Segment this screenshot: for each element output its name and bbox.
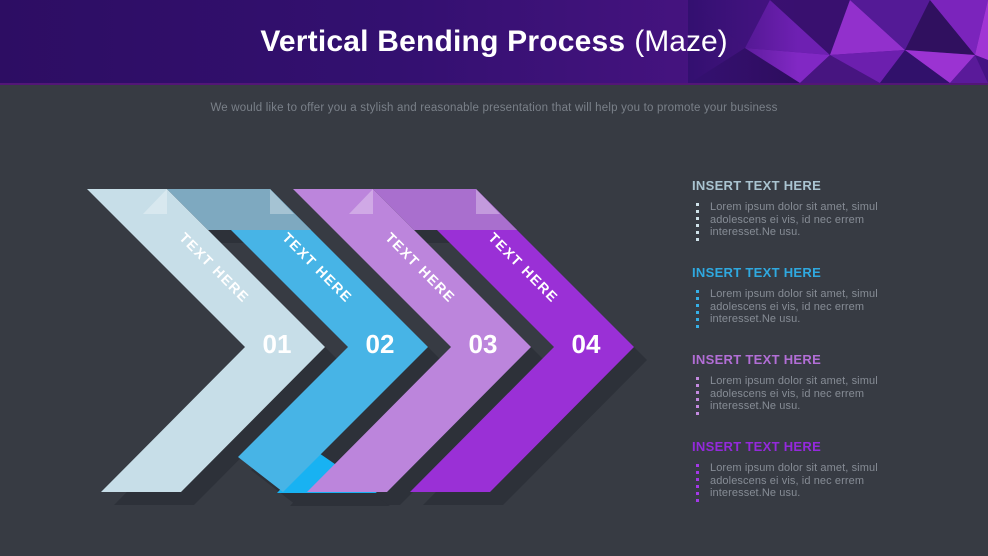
slide-title-main: Vertical Bending Process	[260, 24, 626, 58]
slide-subtitle: We would like to offer you a stylish and…	[210, 102, 778, 114]
dotted-accent-line	[696, 290, 699, 328]
text-block-1-body: Lorem ipsum dolor sit amet, simul adoles…	[710, 201, 878, 238]
text-block-2: INSERT TEXT HERE Lorem ipsum dolor sit a…	[692, 265, 952, 328]
text-block-1-heading: INSERT TEXT HERE	[692, 178, 822, 193]
slide-title: Vertical Bending Process (Maze)	[0, 0, 988, 83]
text-block-4-heading: INSERT TEXT HERE	[692, 439, 822, 454]
text-block-3-heading: INSERT TEXT HERE	[692, 352, 822, 367]
text-block-4-body: Lorem ipsum dolor sit amet, simul adoles…	[710, 462, 878, 499]
slide-header: Vertical Bending Process (Maze)	[0, 0, 988, 85]
dotted-accent-line	[696, 464, 699, 502]
step-number-1: 01	[263, 329, 292, 359]
step-number-2: 02	[366, 329, 395, 359]
step-number-3: 03	[469, 329, 498, 359]
text-block-2-body: Lorem ipsum dolor sit amet, simul adoles…	[710, 288, 878, 325]
text-block-3-body: Lorem ipsum dolor sit amet, simul adoles…	[710, 375, 878, 412]
step-number-4: 04	[572, 329, 601, 359]
text-block-2-heading: INSERT TEXT HERE	[692, 265, 822, 280]
triangle-mosaic-decoration	[688, 0, 988, 83]
text-block-1: INSERT TEXT HERE Lorem ipsum dolor sit a…	[692, 178, 952, 241]
slide-title-suffix: (Maze)	[634, 24, 728, 58]
fold-highlights	[143, 189, 500, 214]
text-block-3: INSERT TEXT HERE Lorem ipsum dolor sit a…	[692, 352, 952, 415]
dotted-accent-line	[696, 377, 699, 415]
dotted-accent-line	[696, 203, 699, 241]
text-block-4: INSERT TEXT HERE Lorem ipsum dolor sit a…	[692, 439, 952, 502]
